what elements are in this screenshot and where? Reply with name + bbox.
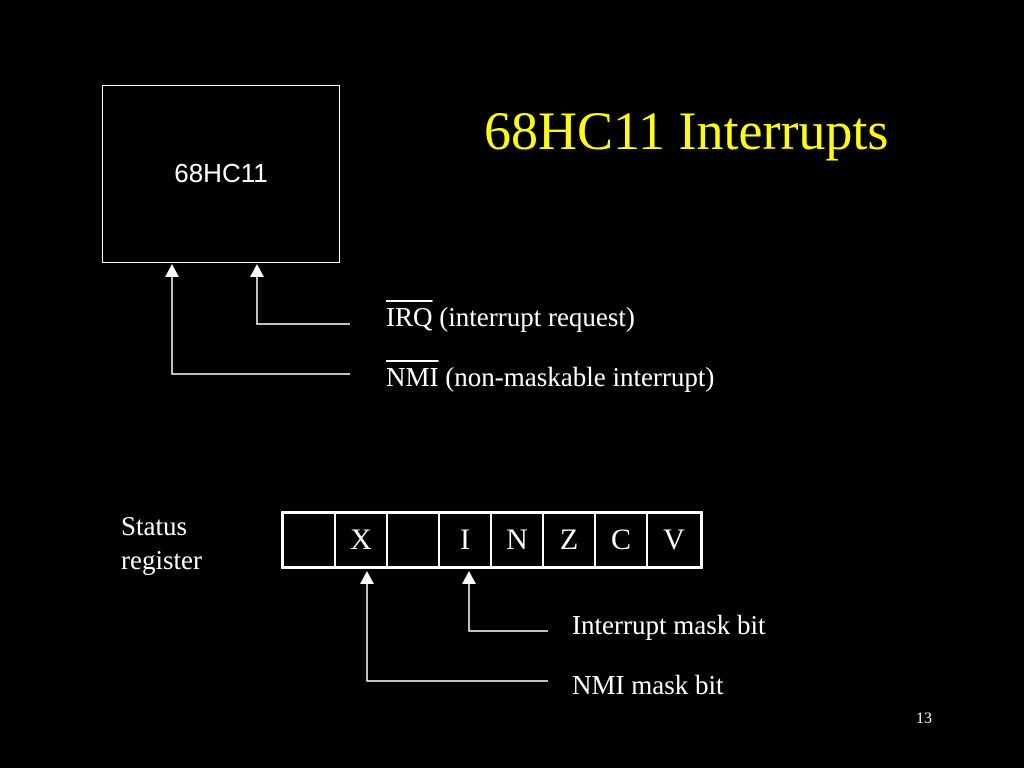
- status-register: X I N Z C V: [281, 511, 703, 569]
- register-bit-c: C: [596, 514, 648, 566]
- register-bit-n: N: [492, 514, 544, 566]
- register-bit-x: X: [336, 514, 388, 566]
- interrupt-mask-label: Interrupt mask bit: [572, 610, 766, 640]
- slide-title: 68HC11 Interrupts: [484, 101, 889, 161]
- nmi-mask-connector: [366, 583, 548, 682]
- page-number: 13: [916, 710, 932, 727]
- irq-label: IRQ (interrupt request): [386, 304, 635, 331]
- register-bit-7: [284, 514, 336, 566]
- irq-description: (interrupt request): [432, 302, 635, 332]
- status-register-label: Status register: [121, 509, 202, 577]
- nmi-description: (non-maskable interrupt): [438, 362, 715, 392]
- nmi-connector: [171, 276, 350, 375]
- status-label-line1: Status: [121, 511, 188, 541]
- irq-connector: [256, 276, 350, 325]
- register-bit-5: [388, 514, 440, 566]
- nmi-mask-arrowhead: [360, 571, 374, 584]
- irq-name: IRQ: [386, 302, 433, 332]
- chip-label: 68HC11: [174, 158, 268, 188]
- nmi-name: NMI: [386, 362, 439, 392]
- nmi-label: NMI (non-maskable interrupt): [386, 364, 714, 391]
- chip-box: 68HC11: [102, 85, 340, 263]
- register-bit-v: V: [663, 523, 685, 556]
- status-label-line2: register: [121, 545, 202, 575]
- nmi-mask-label: NMI mask bit: [572, 670, 724, 700]
- register-bit-z: Z: [544, 514, 596, 566]
- interrupt-mask-arrowhead: [462, 571, 476, 584]
- register-bit-i: I: [440, 514, 492, 566]
- nmi-arrowhead: [165, 264, 179, 277]
- interrupt-mask-connector: [468, 583, 548, 632]
- irq-arrowhead: [250, 264, 264, 277]
